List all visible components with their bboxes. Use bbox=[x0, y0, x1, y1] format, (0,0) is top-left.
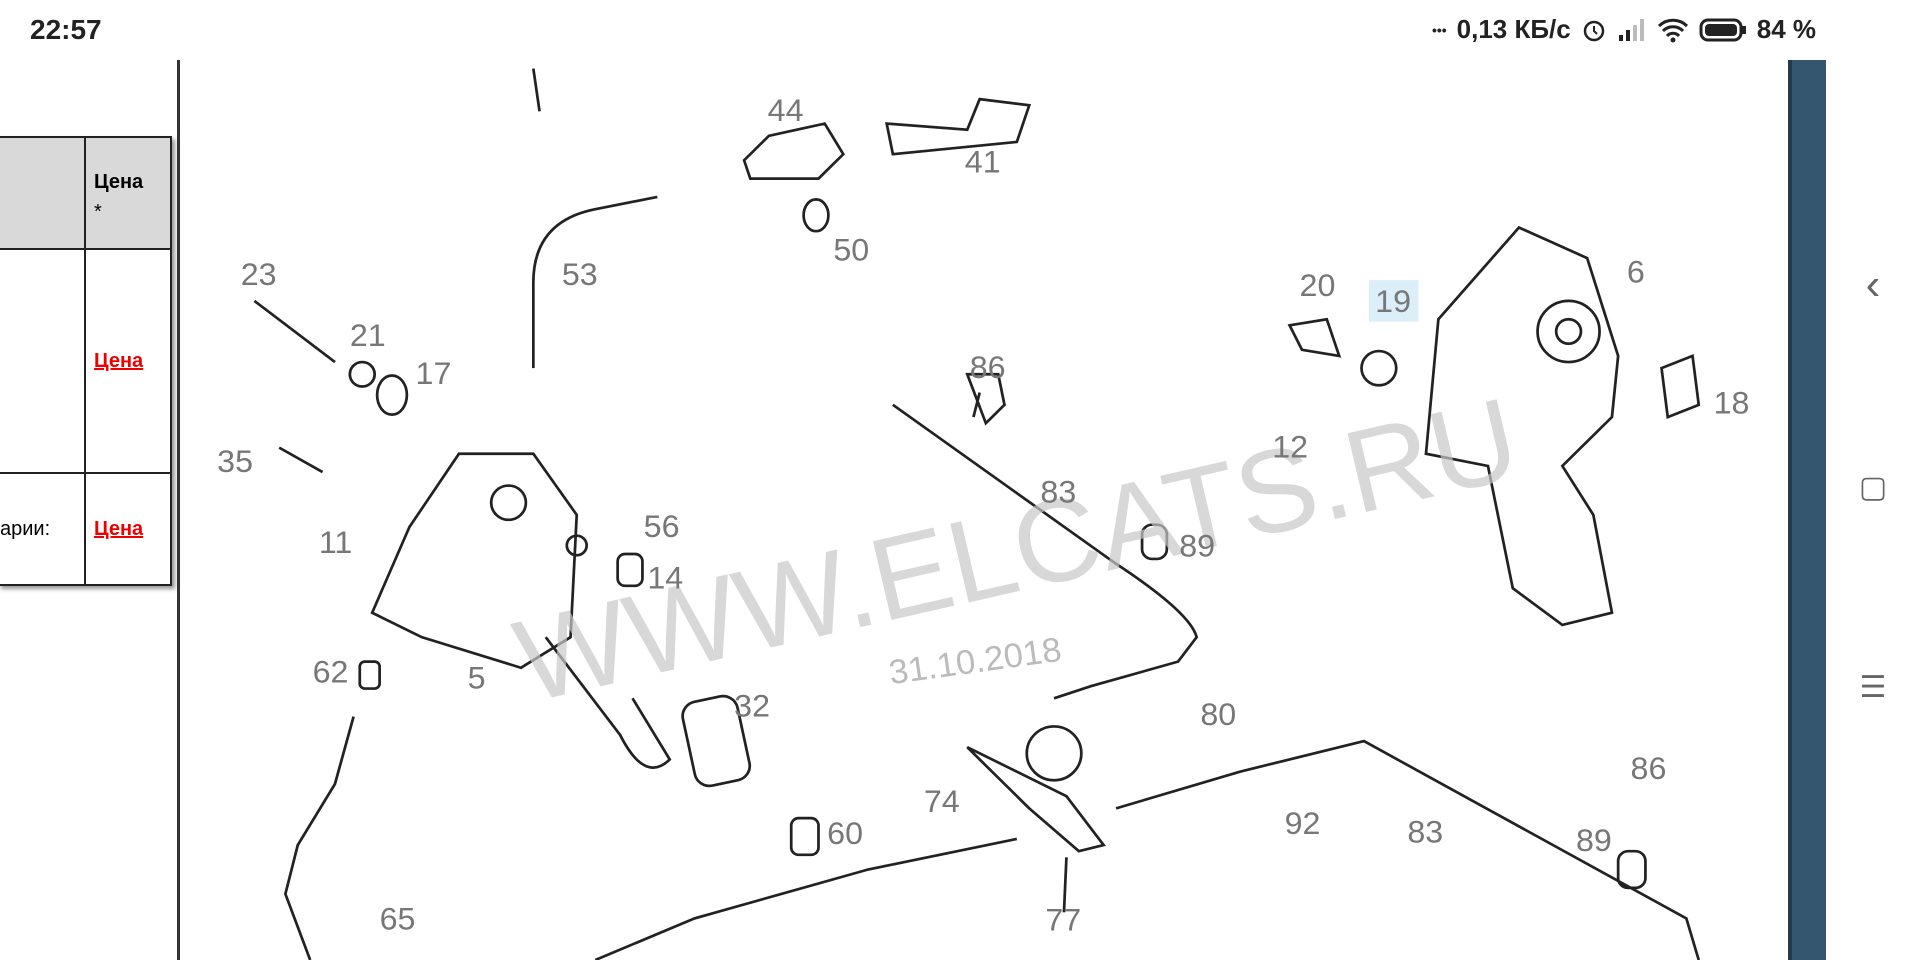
clock: 22:57 bbox=[30, 14, 102, 45]
price-header: Цена * bbox=[84, 136, 172, 250]
back-icon: ‹ bbox=[1865, 260, 1881, 309]
callout-89b[interactable]: 89 bbox=[1576, 822, 1612, 858]
part-20 bbox=[1287, 317, 1342, 358]
callout-86[interactable]: 86 bbox=[970, 349, 1006, 385]
callout-83b[interactable]: 83 bbox=[1407, 814, 1443, 850]
callout-56[interactable]: 56 bbox=[644, 508, 680, 544]
callout-89[interactable]: 89 bbox=[1179, 528, 1215, 564]
bolt-23 bbox=[253, 299, 336, 364]
home-button[interactable]: ▢ bbox=[1856, 470, 1890, 504]
callout-5[interactable]: 5 bbox=[468, 660, 486, 696]
callout-80[interactable]: 80 bbox=[1200, 696, 1236, 732]
back-button[interactable]: ‹ bbox=[1856, 260, 1890, 309]
cable-83-lower bbox=[1115, 739, 1701, 960]
price-link[interactable]: Цена bbox=[94, 349, 144, 372]
callouts: 44 41 50 53 23 21 17 86 20 19 6 18 12 35… bbox=[217, 92, 1749, 937]
callout-77[interactable]: 77 bbox=[1045, 902, 1081, 938]
page-divider bbox=[177, 60, 180, 960]
callout-44[interactable]: 44 bbox=[768, 92, 804, 128]
home-icon: ▢ bbox=[1858, 470, 1888, 504]
recents-button[interactable]: ☰ bbox=[1856, 670, 1890, 704]
status-bar: 22:57 ••• 0,13 КБ/с 84 % bbox=[0, 0, 1826, 60]
pedal-arm bbox=[544, 636, 672, 769]
signal-icon bbox=[1618, 18, 1644, 41]
callout-62[interactable]: 62 bbox=[313, 654, 349, 690]
callout-21[interactable]: 21 bbox=[350, 317, 386, 353]
callout-83[interactable]: 83 bbox=[1040, 474, 1076, 510]
callout-60[interactable]: 60 bbox=[827, 815, 863, 851]
callout-17[interactable]: 17 bbox=[416, 355, 452, 391]
alarm-icon bbox=[1583, 20, 1604, 41]
callout-65[interactable]: 65 bbox=[380, 901, 416, 937]
callout-74[interactable]: 74 bbox=[924, 783, 960, 819]
network-speed: 0,13 КБ/с bbox=[1456, 14, 1571, 44]
part-41 bbox=[884, 97, 1032, 156]
cable-main bbox=[594, 837, 1018, 960]
callout-53[interactable]: 53 bbox=[562, 256, 598, 292]
parts-diagram[interactable]: WWW.ELCATS.RU 31.10.2018 44 41 50 53 23 … bbox=[180, 60, 1788, 960]
row-text: арии: bbox=[0, 472, 86, 586]
callout-35[interactable]: 35 bbox=[217, 443, 253, 479]
table-header: Цена * bbox=[0, 136, 172, 250]
callout-11[interactable]: 11 bbox=[319, 524, 352, 560]
price-header-label: Цена bbox=[94, 170, 144, 193]
row-text bbox=[0, 248, 86, 474]
cable-left bbox=[283, 716, 355, 960]
header-cell bbox=[0, 136, 86, 250]
wifi-icon bbox=[1657, 18, 1688, 42]
price-link[interactable]: Цена bbox=[94, 517, 144, 540]
callout-23[interactable]: 23 bbox=[241, 256, 277, 292]
cable-53 bbox=[531, 195, 658, 369]
callout-6[interactable]: 6 bbox=[1627, 254, 1645, 290]
callout-12[interactable]: 12 bbox=[1272, 429, 1308, 465]
callout-20[interactable]: 20 bbox=[1300, 267, 1336, 303]
battery-level: 84 % bbox=[1756, 14, 1816, 44]
notification-dots: ••• bbox=[1431, 21, 1447, 38]
table-row: Цена bbox=[0, 248, 172, 474]
diagram-drawing bbox=[253, 68, 1701, 960]
callout-86b[interactable]: 86 bbox=[1631, 750, 1667, 786]
cable-83-upper bbox=[892, 403, 1199, 700]
callout-50[interactable]: 50 bbox=[833, 232, 869, 268]
callout-92[interactable]: 92 bbox=[1285, 805, 1321, 841]
bracket-6 bbox=[1424, 225, 1620, 627]
menu-icon: ☰ bbox=[1859, 670, 1887, 704]
navigation-bar: ‹ ▢ ☰ bbox=[1826, 0, 1920, 960]
price-header-note: * bbox=[94, 200, 102, 223]
pedal-bracket-5 bbox=[370, 452, 579, 670]
battery-icon bbox=[1699, 18, 1746, 41]
mechanism-74 bbox=[966, 746, 1106, 853]
scrollbar[interactable] bbox=[1788, 60, 1826, 960]
table-row: арии: Цена bbox=[0, 472, 172, 586]
part-18 bbox=[1660, 354, 1701, 419]
parts-table: Цена * Цена арии: Цена bbox=[0, 136, 172, 586]
callout-32[interactable]: 32 bbox=[734, 688, 770, 724]
part-44 bbox=[742, 122, 846, 180]
callout-14[interactable]: 14 bbox=[647, 559, 683, 595]
callout-18[interactable]: 18 bbox=[1714, 385, 1750, 421]
callout-41[interactable]: 41 bbox=[965, 144, 1001, 180]
callout-19[interactable]: 19 bbox=[1375, 283, 1411, 319]
